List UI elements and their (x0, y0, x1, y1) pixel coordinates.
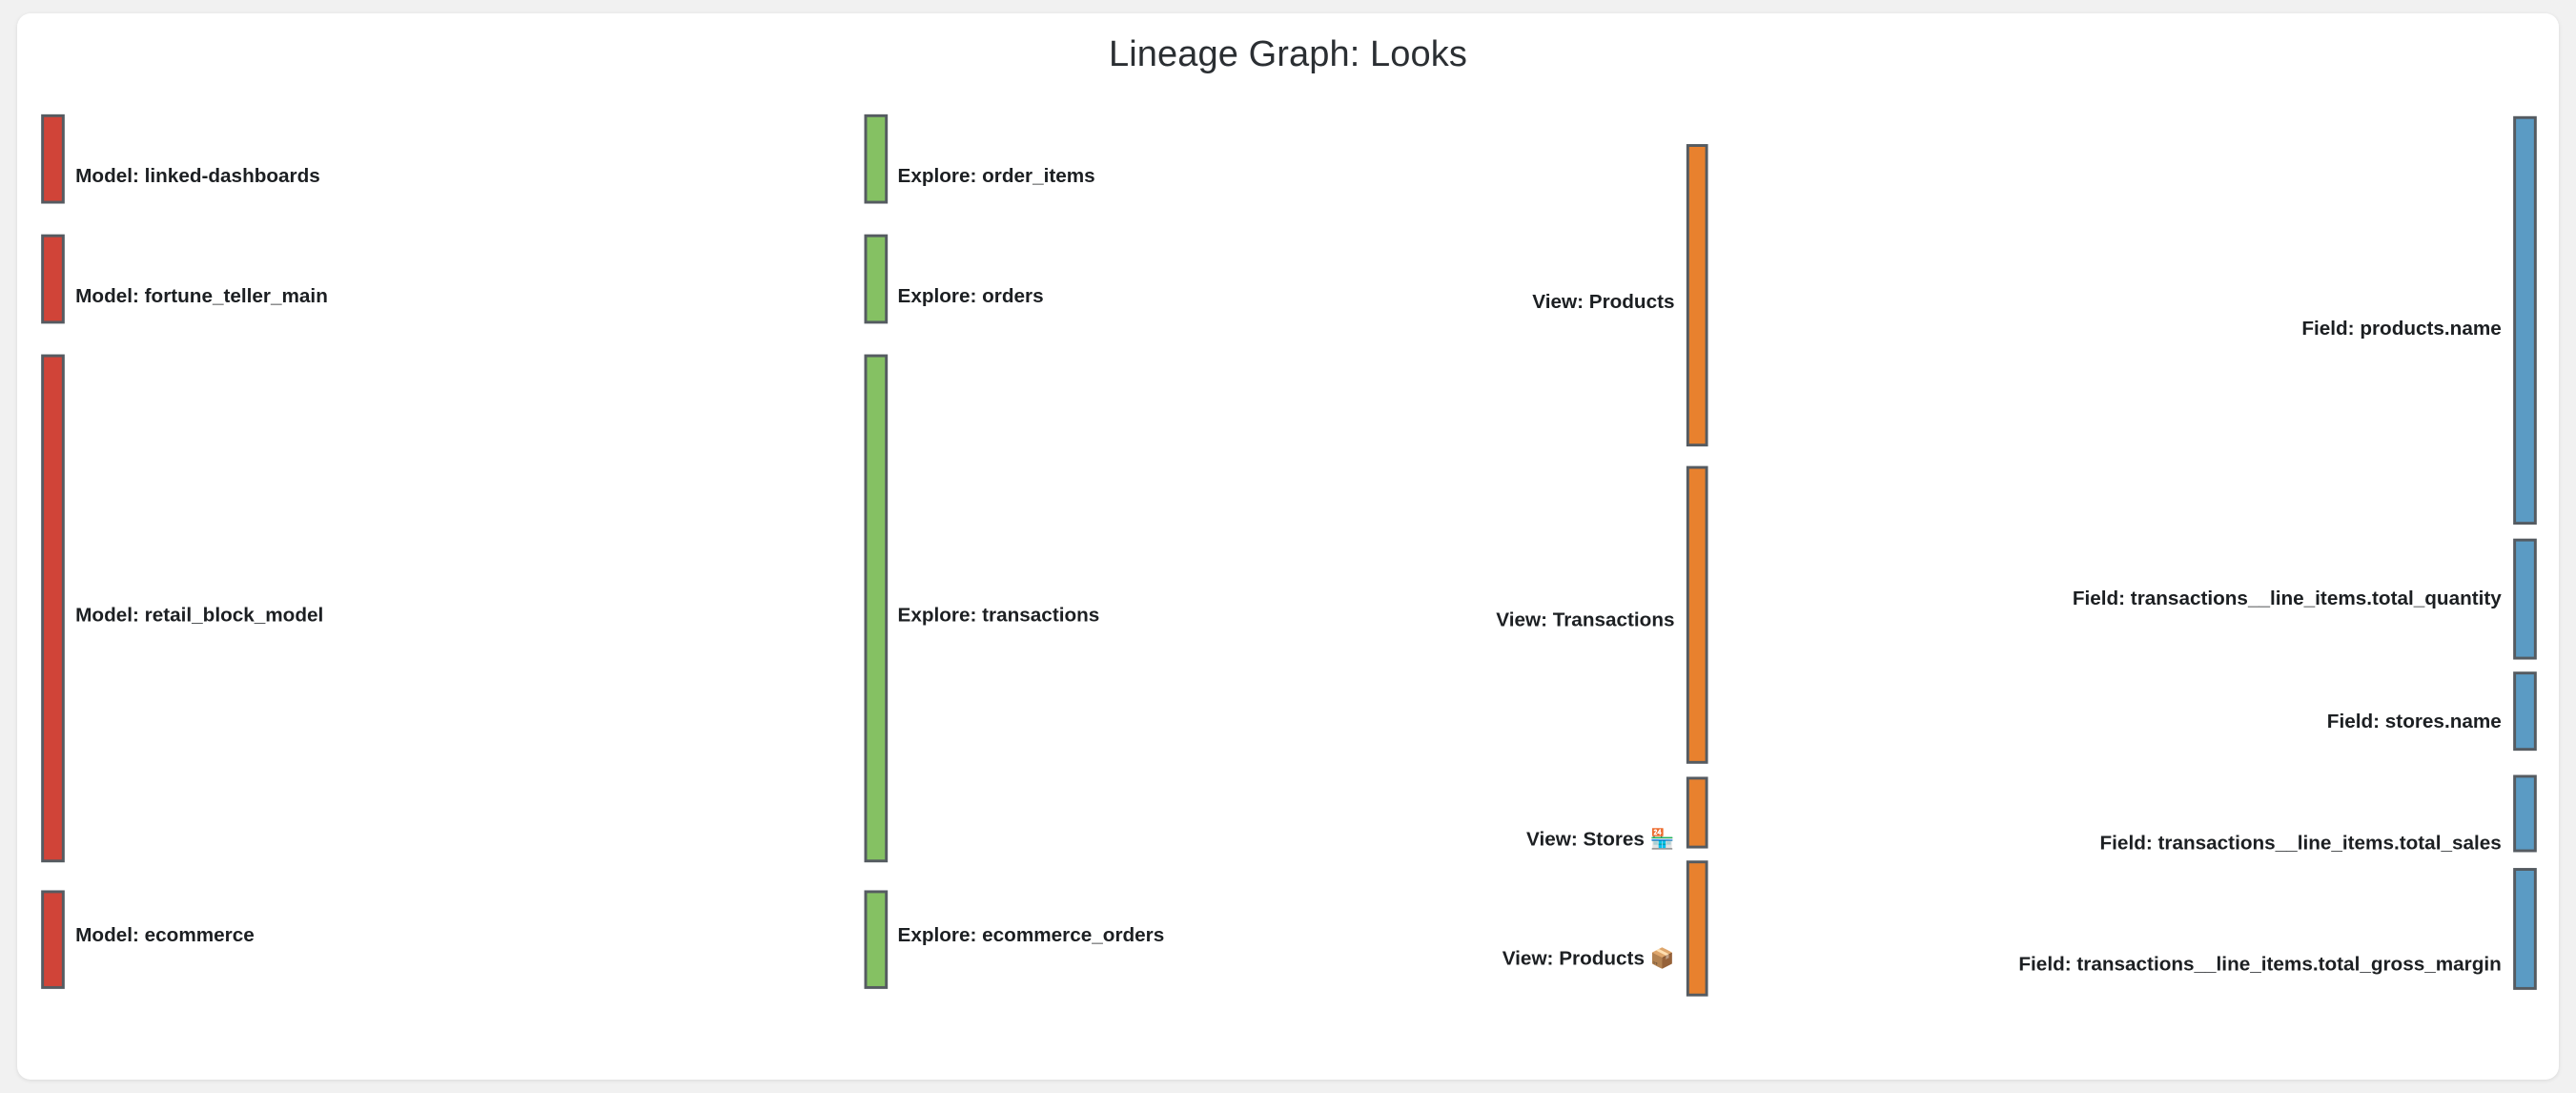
sankey-node-label: Field: products.name (2301, 318, 2501, 340)
sankey-node-v-stores[interactable] (1686, 776, 1708, 849)
sankey-node-e-orders[interactable] (864, 234, 889, 324)
sankey-link[interactable] (1707, 390, 2515, 988)
sankey-node-e-order-items[interactable] (864, 113, 889, 204)
sankey-node-label: Field: transactions__line_items.total_gr… (2018, 954, 2501, 976)
sankey-link[interactable] (1707, 117, 2515, 390)
sankey-node-f-total-quantity[interactable] (2513, 538, 2537, 660)
sankey-node-label: View: Products 📦 (1503, 947, 1675, 970)
sankey-node-v-products-b[interactable] (1686, 860, 1708, 997)
sankey-node-m-retail[interactable] (41, 354, 65, 863)
sankey-link[interactable] (1707, 673, 2515, 847)
page-title: Lineage Graph: Looks (1109, 34, 1467, 74)
sankey-link[interactable] (63, 115, 866, 202)
sankey-node-label: Explore: transactions (898, 605, 1100, 627)
sankey-node-v-transactions[interactable] (1686, 465, 1708, 764)
sankey-node-label: Explore: ecommerce_orders (898, 924, 1165, 946)
sankey-node-m-linked[interactable] (41, 113, 65, 204)
sankey-node-label: Model: retail_block_model (75, 605, 323, 627)
sankey-node-e-transactions[interactable] (864, 354, 889, 863)
sankey-link[interactable] (63, 236, 866, 322)
sankey-nodes-layer (41, 113, 2537, 997)
sankey-node-v-products-a[interactable] (1686, 144, 1708, 447)
sankey-link[interactable] (887, 608, 1688, 847)
sankey-node-label: Model: linked-dashboards (75, 165, 320, 187)
sankey-node-label: View: Transactions (1496, 609, 1674, 631)
sankey-node-label: Model: ecommerce (75, 924, 255, 946)
sankey-node-label: Model: fortune_teller_main (75, 285, 328, 307)
sankey-node-label: Explore: orders (898, 285, 1044, 307)
sankey-node-label: View: Products (1532, 291, 1674, 313)
sankey-node-label: Field: transactions__line_items.total_qu… (2073, 588, 2503, 609)
sankey-node-label: View: Stores 🏪 (1526, 828, 1674, 851)
sankey-node-label: Explore: order_items (898, 165, 1095, 187)
chart-card: Lineage Graph: Looks Model: linked-dashb… (17, 13, 2559, 1080)
sankey-node-m-ecommerce[interactable] (41, 890, 65, 989)
sankey-node-f-gross-margin[interactable] (2513, 868, 2537, 990)
sankey-node-label: Field: transactions__line_items.total_sa… (2100, 833, 2502, 855)
sankey-links-layer (63, 115, 2514, 995)
sankey-link[interactable] (1707, 540, 2515, 628)
sankey-node-label: Field: stores.name (2327, 711, 2502, 732)
sankey-node-f-stores-name[interactable] (2513, 671, 2537, 752)
sankey-link[interactable] (887, 356, 1688, 716)
sankey-node-f-products-name[interactable] (2513, 115, 2537, 526)
sankey-node-m-fortune[interactable] (41, 234, 65, 324)
sankey-link[interactable] (887, 309, 1688, 987)
sankey-link[interactable] (1707, 605, 2515, 966)
sankey-link[interactable] (1707, 378, 2515, 564)
sankey-node-f-total-sales[interactable] (2513, 774, 2537, 853)
sankey-node-e-ecom-orders[interactable] (864, 890, 889, 989)
